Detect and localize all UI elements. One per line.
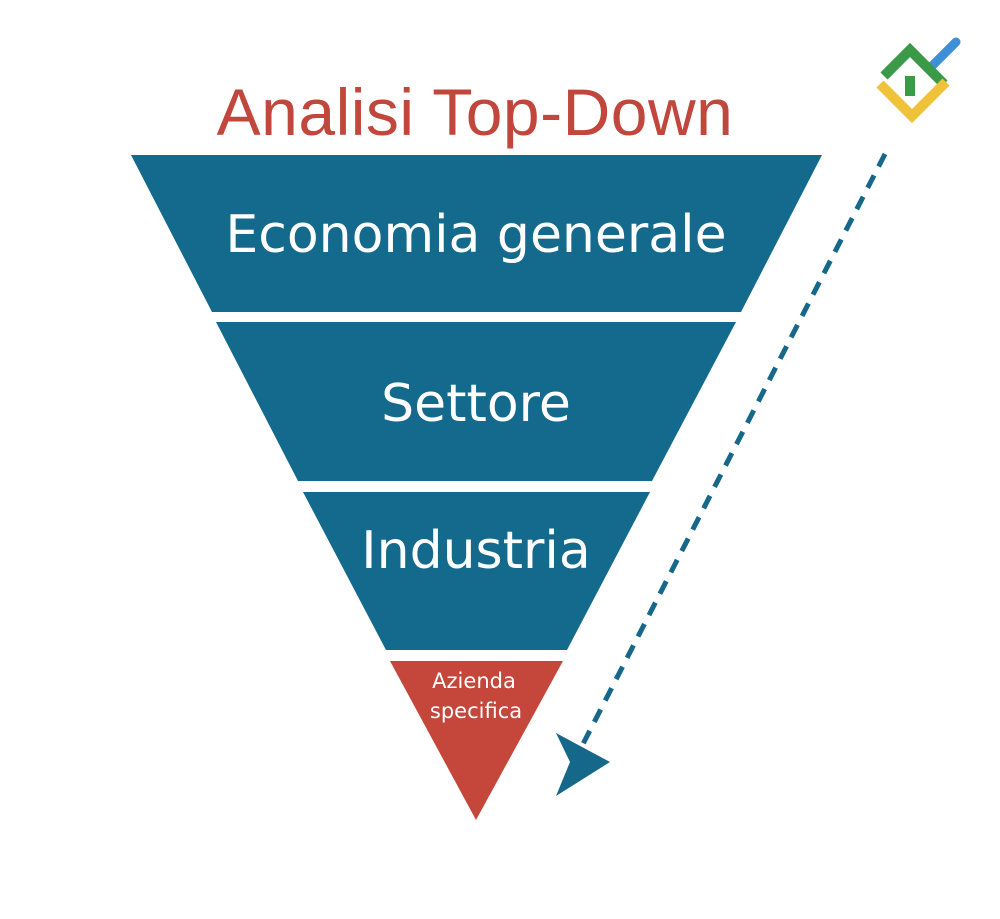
dashed-arrow-line	[580, 152, 888, 746]
funnel-tip	[390, 661, 563, 820]
funnel-level-3-label: Industria	[361, 521, 590, 581]
arrow-head-icon	[556, 733, 610, 796]
funnel-level-2-label: Settore	[381, 374, 571, 434]
brand-logo-icon	[876, 37, 961, 124]
funnel-tip-label-line1: Azienda	[432, 669, 516, 693]
funnel-level-1-label: Economia generale	[225, 205, 726, 265]
funnel-level-2	[216, 322, 736, 481]
funnel-level-3	[303, 492, 650, 650]
diagram-title: Analisi Top-Down	[216, 75, 734, 149]
funnel-tip-label-line2: specifica	[430, 699, 522, 723]
funnel-level-1	[131, 155, 822, 312]
